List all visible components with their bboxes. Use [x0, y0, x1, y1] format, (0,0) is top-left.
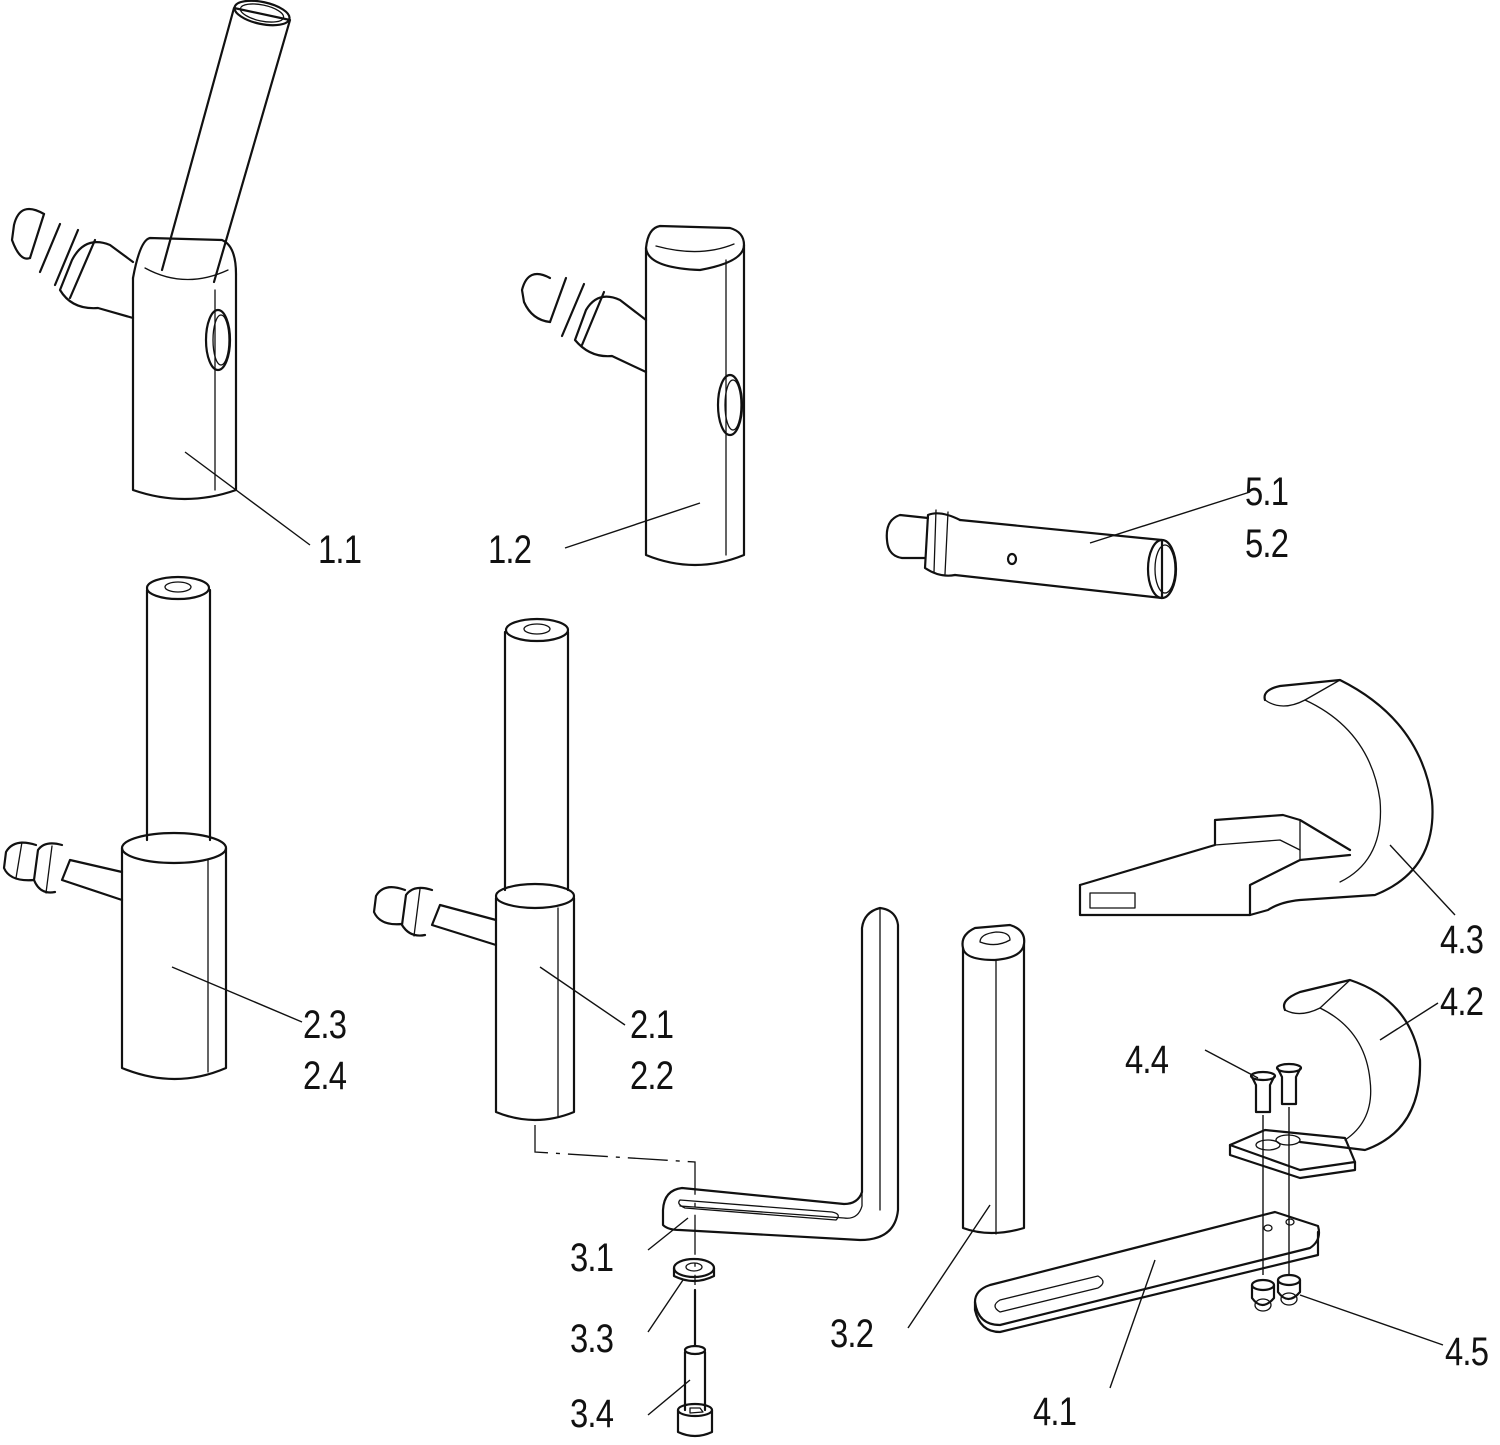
part-2-1-post-sleeve [372, 617, 576, 1122]
callout-3-1: 3.1 [570, 1236, 614, 1280]
callout-2-1: 2.1 [630, 1003, 674, 1047]
part-2-3-post-sleeve [2, 575, 228, 1081]
callout-4-5: 4.5 [1445, 1330, 1489, 1374]
leader-1-1 [184, 451, 311, 546]
leader-3-4 [647, 1379, 691, 1416]
callout-4-1: 4.1 [1033, 1390, 1077, 1434]
part-4-4-screws [1249, 1062, 1303, 1114]
leader-4-4 [1204, 1049, 1259, 1079]
part-1-2-oval-socket [520, 224, 746, 567]
leader-1-2 [564, 502, 701, 549]
part-3-2-oval-tube [961, 923, 1026, 1235]
leader-5-1 [1089, 491, 1251, 544]
callout-1-1: 1.1 [318, 528, 362, 572]
part-3-4-bolt [676, 1288, 714, 1438]
leader-4-3 [1389, 844, 1456, 916]
callout-5-1: 5.1 [1245, 470, 1289, 514]
part-5-1-pin-tube [885, 509, 1178, 600]
leader-4-5 [1299, 1294, 1444, 1346]
callout-4-4: 4.4 [1125, 1038, 1169, 1082]
leader-4-2 [1379, 1002, 1439, 1041]
part-3-3-washer [672, 1257, 716, 1283]
callout-2-4: 2.4 [303, 1054, 347, 1098]
callout-1-2: 1.2 [488, 528, 532, 572]
callout-5-2: 5.2 [1245, 522, 1289, 566]
callout-3-4: 3.4 [570, 1392, 614, 1436]
part-4-5-cap-nuts [1250, 1273, 1302, 1312]
assembly-line-2-1-to-3-1 [534, 1125, 696, 1285]
callout-4-3: 4.3 [1440, 918, 1484, 962]
callout-3-3: 3.3 [570, 1317, 614, 1361]
leader-3-3 [647, 1279, 684, 1333]
leader-2-3 [171, 966, 303, 1023]
callout-3-2: 3.2 [830, 1312, 874, 1356]
part-4-1-slotted-bar [973, 1210, 1321, 1334]
callout-2-3: 2.3 [303, 1003, 347, 1047]
leader-4-1 [1109, 1259, 1156, 1389]
part-1-1-angled-socket [10, 0, 292, 501]
leader-3-2 [907, 1204, 991, 1329]
callout-4-2: 4.2 [1440, 980, 1484, 1024]
part-4-2-small-hook [1228, 978, 1422, 1180]
leader-2-1 [539, 966, 626, 1026]
callout-2-2: 2.2 [630, 1054, 674, 1098]
leader-3-1 [647, 1217, 689, 1251]
part-4-3-hook-clamp [1078, 678, 1434, 917]
part-3-1-l-bracket [661, 906, 900, 1242]
